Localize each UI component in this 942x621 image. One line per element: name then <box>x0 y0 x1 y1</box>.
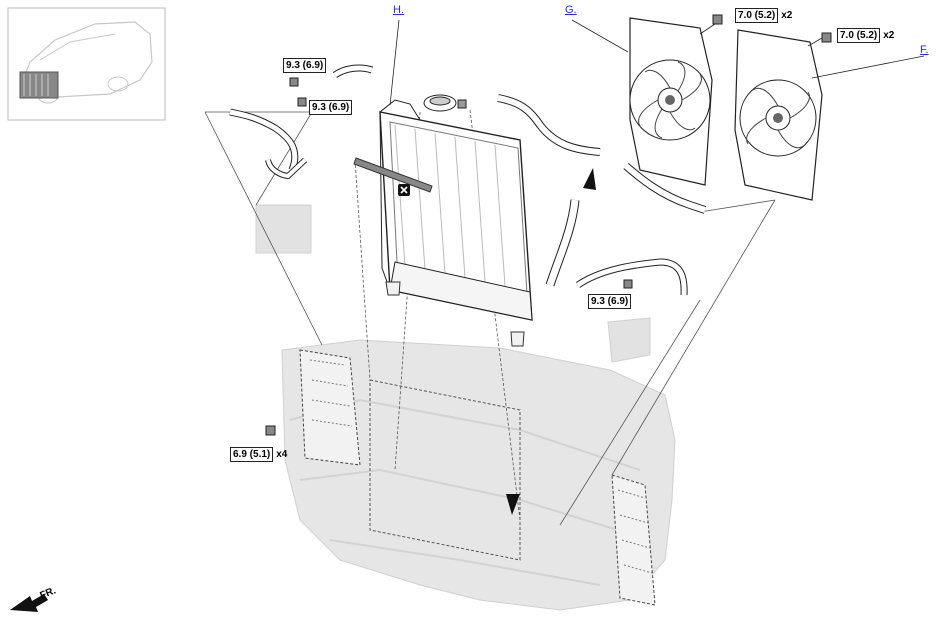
left-side-bracket <box>299 349 361 466</box>
filler-neck <box>423 94 467 112</box>
leader-lines <box>204 109 776 526</box>
torque-fan-bolt-right: 7.0 (5.2) x2 <box>837 28 894 43</box>
vehicle-locator-inset <box>7 7 166 121</box>
upper-hose-right <box>497 94 707 296</box>
torque-value: 7.0 (5.2) <box>735 8 779 23</box>
bolts <box>265 14 832 436</box>
torque-bracket-bolt: 6.9 (5.1) x4 <box>230 447 287 462</box>
torque-qty: x2 <box>781 10 793 21</box>
right-side-bracket <box>611 474 656 606</box>
torque-fan-bolt-left: 7.0 (5.2) x2 <box>735 8 792 23</box>
fan-shroud-g <box>629 17 713 186</box>
torque-hose-bolt-top2: 9.3 (6.9) <box>309 100 353 115</box>
torque-hose-bolt-lower: 9.3 (6.9) <box>588 294 632 309</box>
torque-hose-bolt-top: 9.3 (6.9) <box>283 58 327 73</box>
torque-qty: x4 <box>276 449 288 460</box>
torque-value: 7.0 (5.2) <box>837 28 881 43</box>
front-direction-arrow <box>10 594 48 612</box>
torque-value: 9.3 (6.9) <box>588 294 632 309</box>
radiator-rod <box>353 157 433 193</box>
torque-value: 9.3 (6.9) <box>283 58 327 73</box>
torque-value: 9.3 (6.9) <box>309 100 353 115</box>
torque-value: 6.9 (5.1) <box>230 447 274 462</box>
fan-shroud-f <box>734 29 823 201</box>
callout-f-link[interactable]: F. <box>920 44 929 56</box>
radiator <box>379 99 533 321</box>
front-body-ghost <box>255 204 676 611</box>
callout-g-link[interactable]: G. <box>565 4 577 16</box>
callout-h-link[interactable]: H. <box>393 4 404 16</box>
do-not-reuse-mark <box>398 184 410 196</box>
torque-qty: x2 <box>883 30 895 41</box>
upper-left-hoses <box>229 64 374 180</box>
flow-arrows <box>506 168 596 515</box>
radiator-mounts <box>385 281 525 347</box>
